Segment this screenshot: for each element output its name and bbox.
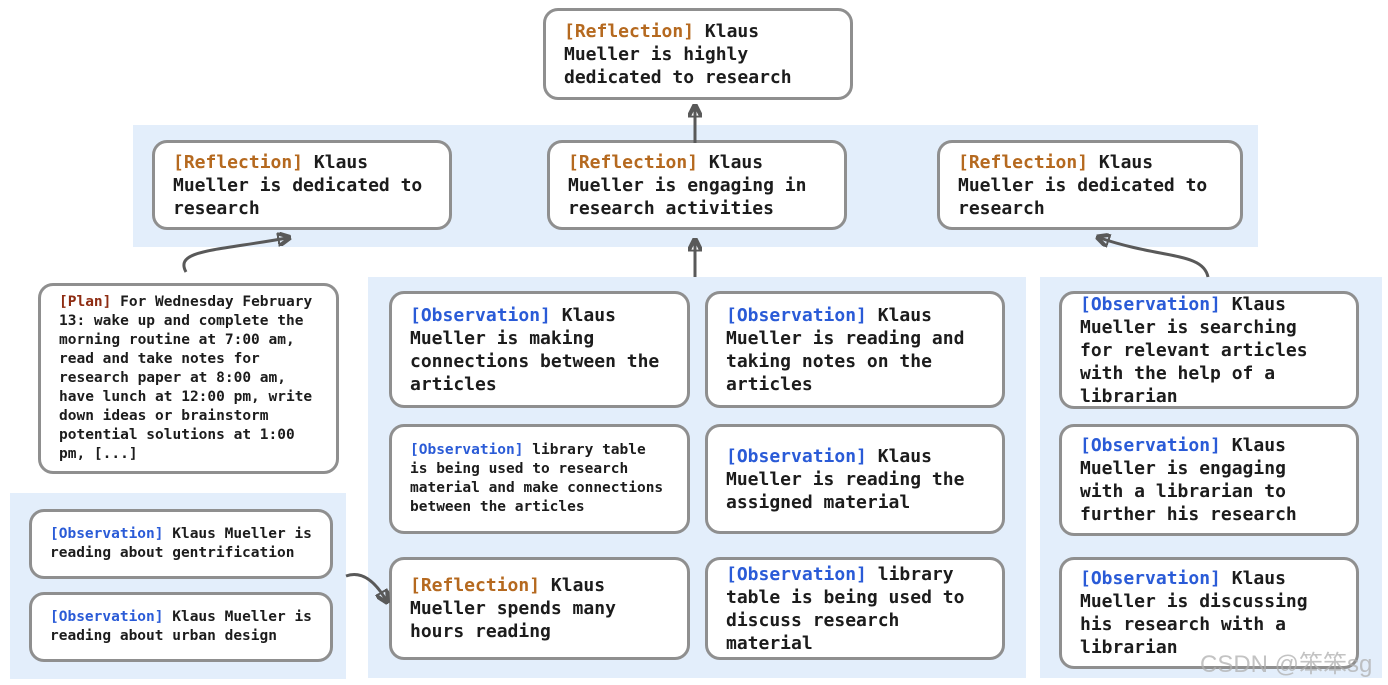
node-text: Klaus Mueller is dedicated to research xyxy=(173,151,423,219)
watermark: CSDN @笨笨sg xyxy=(1200,651,1373,678)
node-obs-librarian-engage: [Observation] Klaus Mueller is engaging … xyxy=(1059,424,1359,536)
node-obs-making-connections: [Observation] Klaus Mueller is making co… xyxy=(389,291,690,408)
node-reflection-hours-reading: [Reflection] Klaus Mueller spends many h… xyxy=(389,557,690,660)
node-tag: [Observation] xyxy=(1080,435,1221,456)
node-tag: [Reflection] xyxy=(173,151,304,173)
node-text: Klaus Mueller spends many hours reading xyxy=(410,575,616,642)
node-tag: [Reflection] xyxy=(564,20,695,42)
node-tag: [Reflection] xyxy=(410,575,541,596)
node-text: Klaus Mueller is reading about urban des… xyxy=(50,609,312,644)
node-tag: [Observation] xyxy=(726,304,867,326)
node-text: Klaus Mueller is making connections betw… xyxy=(410,304,660,395)
node-tag: [Observation] xyxy=(50,609,164,625)
node-tag: [Observation] xyxy=(1080,293,1221,315)
node-text: Klaus Mueller is highly dedicated to res… xyxy=(564,20,792,88)
node-tag: [Reflection] xyxy=(568,151,699,173)
node-obs-gentrification: [Observation] Klaus Mueller is reading a… xyxy=(29,509,333,579)
node-text: Klaus Mueller is engaging with a librari… xyxy=(1080,435,1297,525)
node-obs-reading-taking-notes: [Observation] Klaus Mueller is reading a… xyxy=(705,291,1005,408)
node-reflection-right: [Reflection] Klaus Mueller is dedicated … xyxy=(937,140,1243,230)
node-text: Klaus Mueller is engaging in research ac… xyxy=(568,151,807,219)
node-text: Klaus Mueller is searching for relevant … xyxy=(1080,293,1308,407)
node-tag: [Observation] xyxy=(410,304,551,326)
node-obs-librarian-discuss: [Observation] Klaus Mueller is discussin… xyxy=(1059,557,1359,669)
node-obs-librarian-search: [Observation] Klaus Mueller is searching… xyxy=(1059,291,1359,409)
node-tag: [Observation] xyxy=(410,442,524,458)
node-obs-assigned-material: [Observation] Klaus Mueller is reading t… xyxy=(705,424,1005,534)
node-reflection-left: [Reflection] Klaus Mueller is dedicated … xyxy=(152,140,452,230)
node-root-reflection: [Reflection] Klaus Mueller is highly ded… xyxy=(543,8,853,100)
node-obs-urban-design: [Observation] Klaus Mueller is reading a… xyxy=(29,592,333,662)
node-text: Klaus Mueller is reading and taking note… xyxy=(726,304,965,395)
node-text: library table is being used to discuss r… xyxy=(726,563,965,654)
node-text: For Wednesday February 13: wake up and c… xyxy=(59,294,313,462)
node-tag: [Plan] xyxy=(59,294,112,310)
node-obs-library-table-discuss: [Observation] library table is being use… xyxy=(705,557,1005,660)
node-text: Klaus Mueller is dedicated to research xyxy=(958,151,1208,219)
node-text: Klaus Mueller is reading the assigned ma… xyxy=(726,445,965,513)
node-tag: [Observation] xyxy=(50,526,164,542)
node-reflection-middle: [Reflection] Klaus Mueller is engaging i… xyxy=(547,140,847,230)
node-text: Klaus Mueller is discussing his research… xyxy=(1080,568,1308,658)
node-tag: [Observation] xyxy=(1080,568,1221,589)
node-plan: [Plan] For Wednesday February 13: wake u… xyxy=(38,283,339,474)
node-text: Klaus Mueller is reading about gentrific… xyxy=(50,526,312,561)
node-tag: [Observation] xyxy=(726,445,867,467)
node-obs-library-table-research: [Observation] library table is being use… xyxy=(389,424,690,534)
node-tag: [Reflection] xyxy=(958,151,1089,173)
node-text: library table is being used to research … xyxy=(410,442,664,515)
node-tag: [Observation] xyxy=(726,563,867,585)
